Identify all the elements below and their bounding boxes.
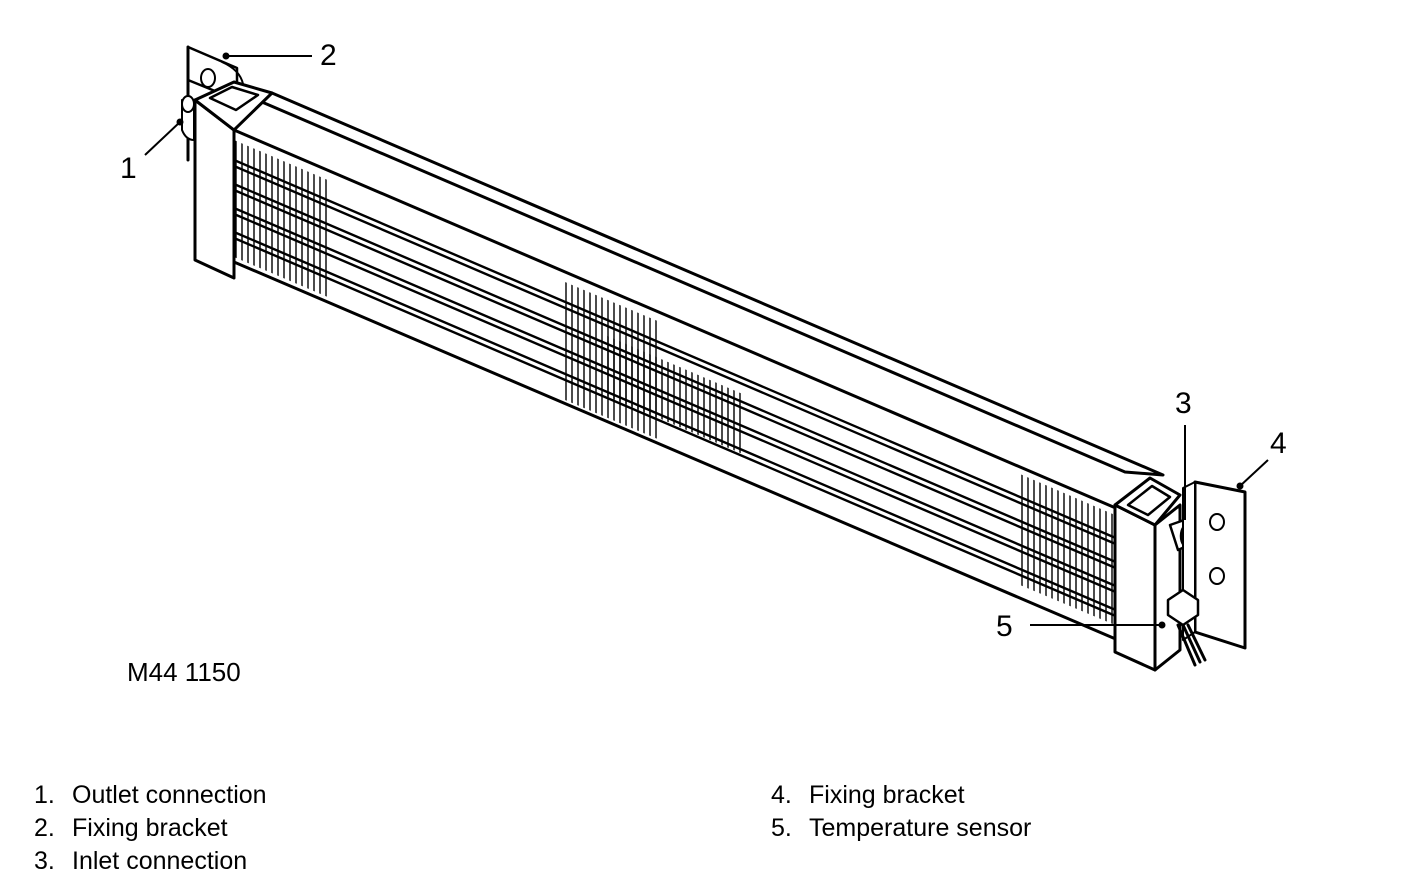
callout-4: 4 [1270,427,1287,460]
outlet-connection [181,95,195,141]
callout-2: 2 [320,39,337,72]
legend-number: 1. [34,781,55,809]
right-fixing-bracket [1182,480,1247,650]
legend-item-4: 4. Fixing bracket [771,779,1031,812]
legend-item-2: 2. Fixing bracket [34,812,267,845]
legend-label: Temperature sensor [809,814,1032,842]
legend-label: Fixing bracket [809,781,965,809]
legend-number: 4. [771,781,792,809]
temperature-sensor [1166,588,1207,667]
legend-right: 4. Fixing bracket 5. Temperature sensor [771,779,1031,845]
legend-item-3: 3. Inlet connection [34,845,267,878]
legend-left: 1. Outlet connection 2. Fixing bracket 3… [34,779,267,878]
legend-number: 3. [34,847,55,875]
leader-line-1 [144,121,181,156]
callout-3: 3 [1175,387,1192,420]
leader-lines [144,52,1269,629]
leader-line-4 [1239,459,1269,487]
callout-5: 5 [996,610,1013,643]
callout-1: 1 [120,152,137,185]
legend-number: 2. [34,814,55,842]
legend-item-1: 1. Outlet connection [34,779,267,812]
oil-cooler-illustration [181,45,1247,672]
legend-label: Fixing bracket [72,814,228,842]
legend-label: Inlet connection [72,847,248,875]
right-header-tank [1113,476,1182,672]
legend-number: 5. [771,814,792,842]
figure-code: M44 1150 [127,657,241,687]
core-tubes [232,158,1127,622]
legend-item-5: 5. Temperature sensor [771,812,1031,845]
left-header-tank [193,80,274,280]
legend-label: Outlet connection [72,781,267,809]
